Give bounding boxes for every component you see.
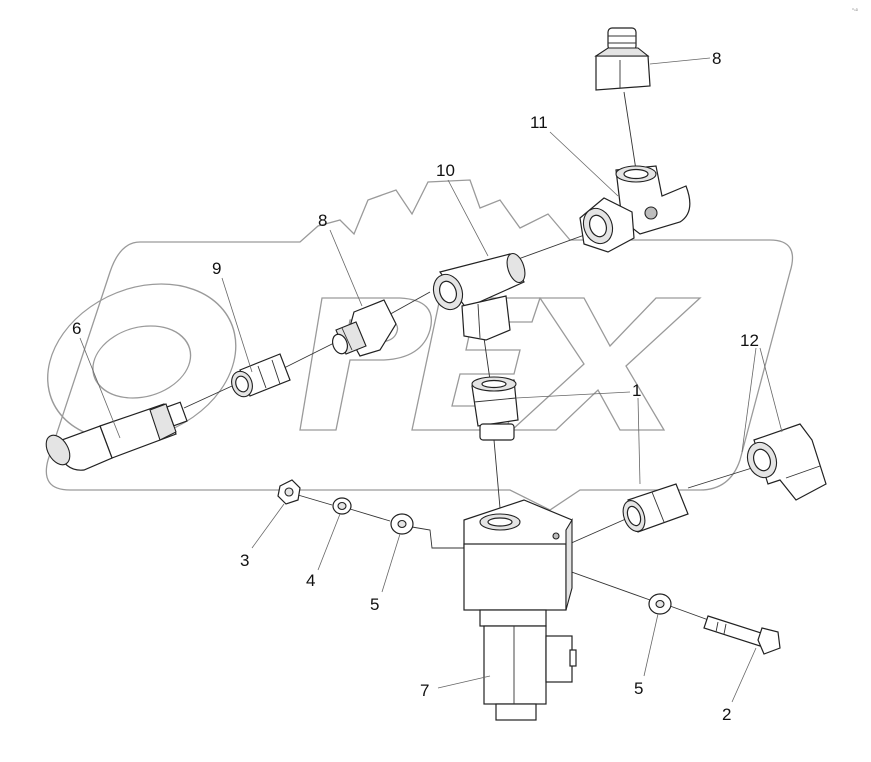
callout-5-left: 5 [370,595,379,614]
callout-10: 10 [436,161,455,180]
callout-5-right: 5 [634,679,643,698]
part-9-coupling [231,353,291,398]
part-10-tee-fitting [432,252,526,341]
part-11-tee-fitting [579,165,691,253]
callout-12: 12 [740,331,759,350]
callout-labels: 8 11 10 8 9 6 1 12 3 4 5 7 5 2 [72,49,759,724]
callout-6: 6 [72,319,81,338]
part-1-nipple-right [622,483,689,533]
part-5-washer-right [648,593,672,615]
part-6-elbow-fitting [45,401,188,471]
part-1-nipple-center [471,376,519,441]
part-8-top-adapter [594,27,651,91]
assembly-lines [183,91,753,623]
part-5-washer-left [390,513,414,535]
callout-4: 4 [306,571,315,590]
part-2-bolt [703,615,781,655]
callout-7: 7 [420,681,429,700]
watermark-logo [45,179,794,511]
callout-1: 1 [632,381,641,400]
callout-8-middle: 8 [318,211,327,230]
callout-leaders [79,57,783,703]
watermark-gear-outline [45,179,794,511]
corner-mark: °ⁿᴰ [852,8,859,14]
callout-8-top: 8 [712,49,721,68]
part-12-elbow-fitting [746,423,827,501]
callout-2: 2 [722,705,731,724]
callout-11: 11 [530,113,548,132]
callout-9: 9 [212,259,221,278]
part-3-nut [277,479,301,505]
part-8-middle-adapter [331,299,397,357]
part-4-lock-washer [332,497,352,515]
part-7-valve-body [463,499,577,721]
callout-3: 3 [240,551,249,570]
